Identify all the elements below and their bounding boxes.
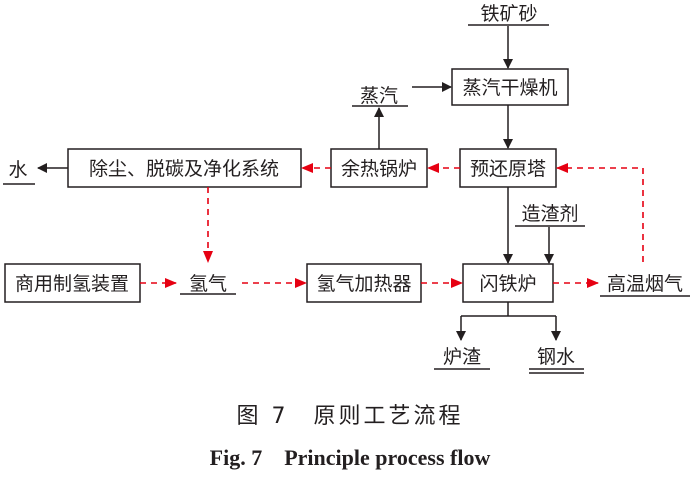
svg-text:蒸汽: 蒸汽	[360, 85, 398, 107]
box-h2-heater: 氢气加热器	[306, 263, 422, 303]
label-hydrogen: 氢气	[180, 273, 236, 295]
flash-furnace-label: 闪铁炉	[479, 273, 536, 295]
pre-reduction-tower-label: 预还原塔	[470, 158, 546, 180]
gas-flows	[140, 163, 644, 288]
label-water: 水	[3, 159, 35, 185]
label-steam: 蒸汽	[352, 85, 408, 107]
svg-text:炉渣: 炉渣	[443, 346, 481, 368]
svg-text:钢水: 钢水	[537, 346, 575, 368]
process-flow-diagram: 蒸汽干燥机 预还原塔 余热锅炉 除尘、脱碳及净化系统 商用制氢装置 氢气加热器 …	[3, 3, 690, 374]
svg-text:高温烟气: 高温烟气	[607, 273, 683, 295]
label-hot-flue-gas: 高温烟气	[600, 273, 690, 297]
label-slag-agent: 造渣剂	[515, 203, 585, 227]
waste-heat-boiler-label: 余热锅炉	[341, 158, 417, 180]
svg-text:水: 水	[8, 159, 27, 181]
label-iron-ore: 铁矿砂	[468, 3, 549, 26]
commercial-h2-label: 商用制氢装置	[15, 273, 129, 295]
figure-caption-en: Fig. 7 Principle process flow	[209, 445, 491, 470]
label-molten-steel: 钢水	[529, 346, 584, 374]
box-waste-heat-boiler: 余热锅炉	[330, 148, 428, 188]
figure-caption-cn: 图 7 原则工艺流程	[236, 404, 464, 429]
h2-heater-label: 氢气加热器	[316, 273, 411, 295]
box-dust-removal-system: 除尘、脱碳及净化系统	[67, 148, 302, 188]
box-commercial-h2-unit: 商用制氢装置	[4, 263, 141, 303]
label-furnace-slag: 炉渣	[434, 346, 490, 370]
solid-flows	[37, 26, 561, 341]
arrow-fluegas-to-tower	[556, 163, 644, 262]
steam-dryer-label: 蒸汽干燥机	[462, 77, 557, 99]
box-steam-dryer: 蒸汽干燥机	[451, 68, 569, 106]
box-flash-furnace: 闪铁炉	[462, 263, 554, 303]
box-pre-reduction-tower: 预还原塔	[459, 148, 557, 188]
svg-text:造渣剂: 造渣剂	[521, 203, 578, 225]
dust-removal-label: 除尘、脱碳及净化系统	[89, 158, 279, 180]
svg-text:铁矿砂: 铁矿砂	[480, 3, 537, 25]
svg-text:氢气: 氢气	[189, 273, 227, 295]
